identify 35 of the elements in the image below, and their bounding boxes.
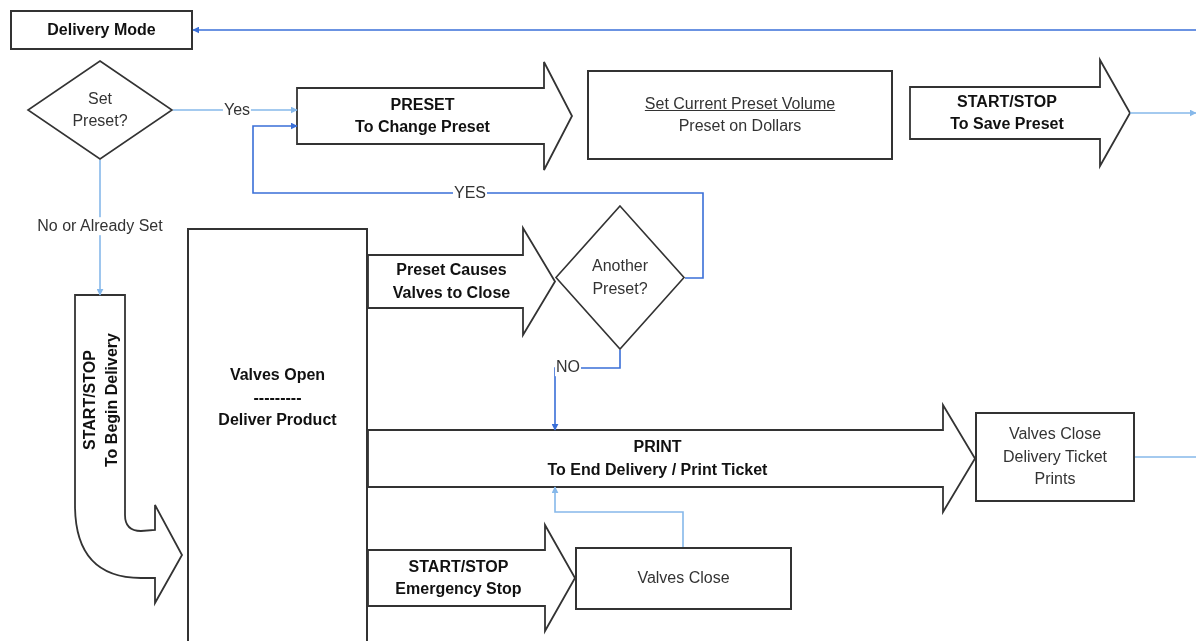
process-box	[975, 412, 1135, 502]
process-box	[10, 10, 193, 50]
step-label: Valves Close	[637, 568, 730, 589]
step-label: Preset on Dollars	[678, 116, 802, 136]
step-label: START/STOP	[80, 350, 99, 450]
step-label: START/STOP	[408, 556, 509, 577]
connector-arrow	[551, 486, 684, 548]
connector-arrow	[1129, 109, 1196, 117]
step-label: Preset Causes Valves to Close	[391, 260, 512, 303]
step-label: START/STOP	[957, 91, 1057, 112]
process-box	[587, 70, 893, 160]
decision-text: Another Preset?	[590, 256, 649, 299]
step-label: PRINT	[633, 437, 682, 458]
block-arrow	[367, 521, 577, 635]
process-box	[187, 228, 368, 641]
edge-label: No or Already Set	[36, 217, 164, 235]
block-arrow	[367, 401, 977, 516]
connector-arrow	[252, 122, 704, 279]
process-box	[575, 547, 792, 610]
step-label: To End Delivery / Print Ticket	[547, 459, 768, 480]
decision-text: Set Preset?	[71, 88, 129, 131]
step-label: ---------	[253, 387, 302, 408]
step-label: To Change Preset	[355, 117, 490, 137]
step-label: Delivery Mode	[47, 19, 156, 40]
step-label: Emergency Stop	[395, 579, 522, 599]
step-label: Set Current Preset Volume	[644, 93, 836, 114]
step-label: To Save Preset	[950, 114, 1064, 134]
step-label: Valves Open	[229, 365, 326, 386]
edge-label: NO	[555, 358, 581, 376]
step-label: Valves Close Delivery Ticket Prints	[1002, 424, 1108, 490]
step-label: PRESET	[390, 94, 455, 115]
connector-arrow	[192, 26, 1196, 34]
block-arrow	[367, 224, 557, 339]
step-label: Deliver Product	[218, 410, 337, 431]
step-label: To Begin Delivery	[102, 333, 122, 467]
